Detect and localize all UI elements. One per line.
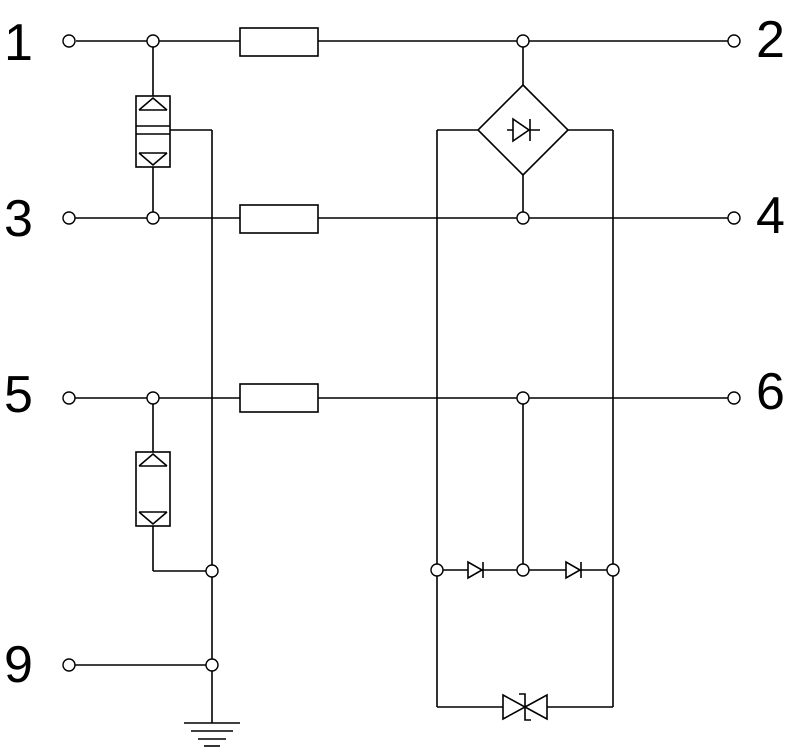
terminals — [62, 34, 741, 672]
diode-right — [565, 560, 582, 580]
terminal-4 — [727, 211, 741, 225]
terminal-label-2: 2 — [756, 11, 785, 69]
junction-nodes — [146, 34, 620, 672]
bridge-rectifier — [476, 83, 570, 177]
terminal-6 — [727, 391, 741, 405]
terminal-1 — [62, 34, 76, 48]
gas-arrester-3-electrode — [135, 95, 171, 168]
terminal-3 — [62, 211, 76, 225]
resistor-5-6 — [239, 383, 319, 413]
terminal-label-5: 5 — [4, 366, 33, 424]
terminal-5 — [62, 391, 76, 405]
terminal-label-6: 6 — [756, 363, 785, 421]
terminal-label-1: 1 — [4, 14, 33, 72]
resistor-3-4 — [239, 204, 319, 234]
diode-left — [467, 560, 484, 580]
gas-arrester-2-electrode — [135, 451, 171, 527]
terminal-label-4: 4 — [756, 187, 785, 245]
terminal-label-9: 9 — [4, 636, 33, 694]
terminal-2 — [727, 34, 741, 48]
ground-icon — [184, 711, 240, 747]
tvs-diode — [502, 693, 548, 721]
wiring — [75, 40, 728, 711]
resistor-1-2 — [239, 27, 319, 57]
terminal-label-3: 3 — [4, 190, 33, 248]
terminal-9 — [62, 658, 76, 672]
